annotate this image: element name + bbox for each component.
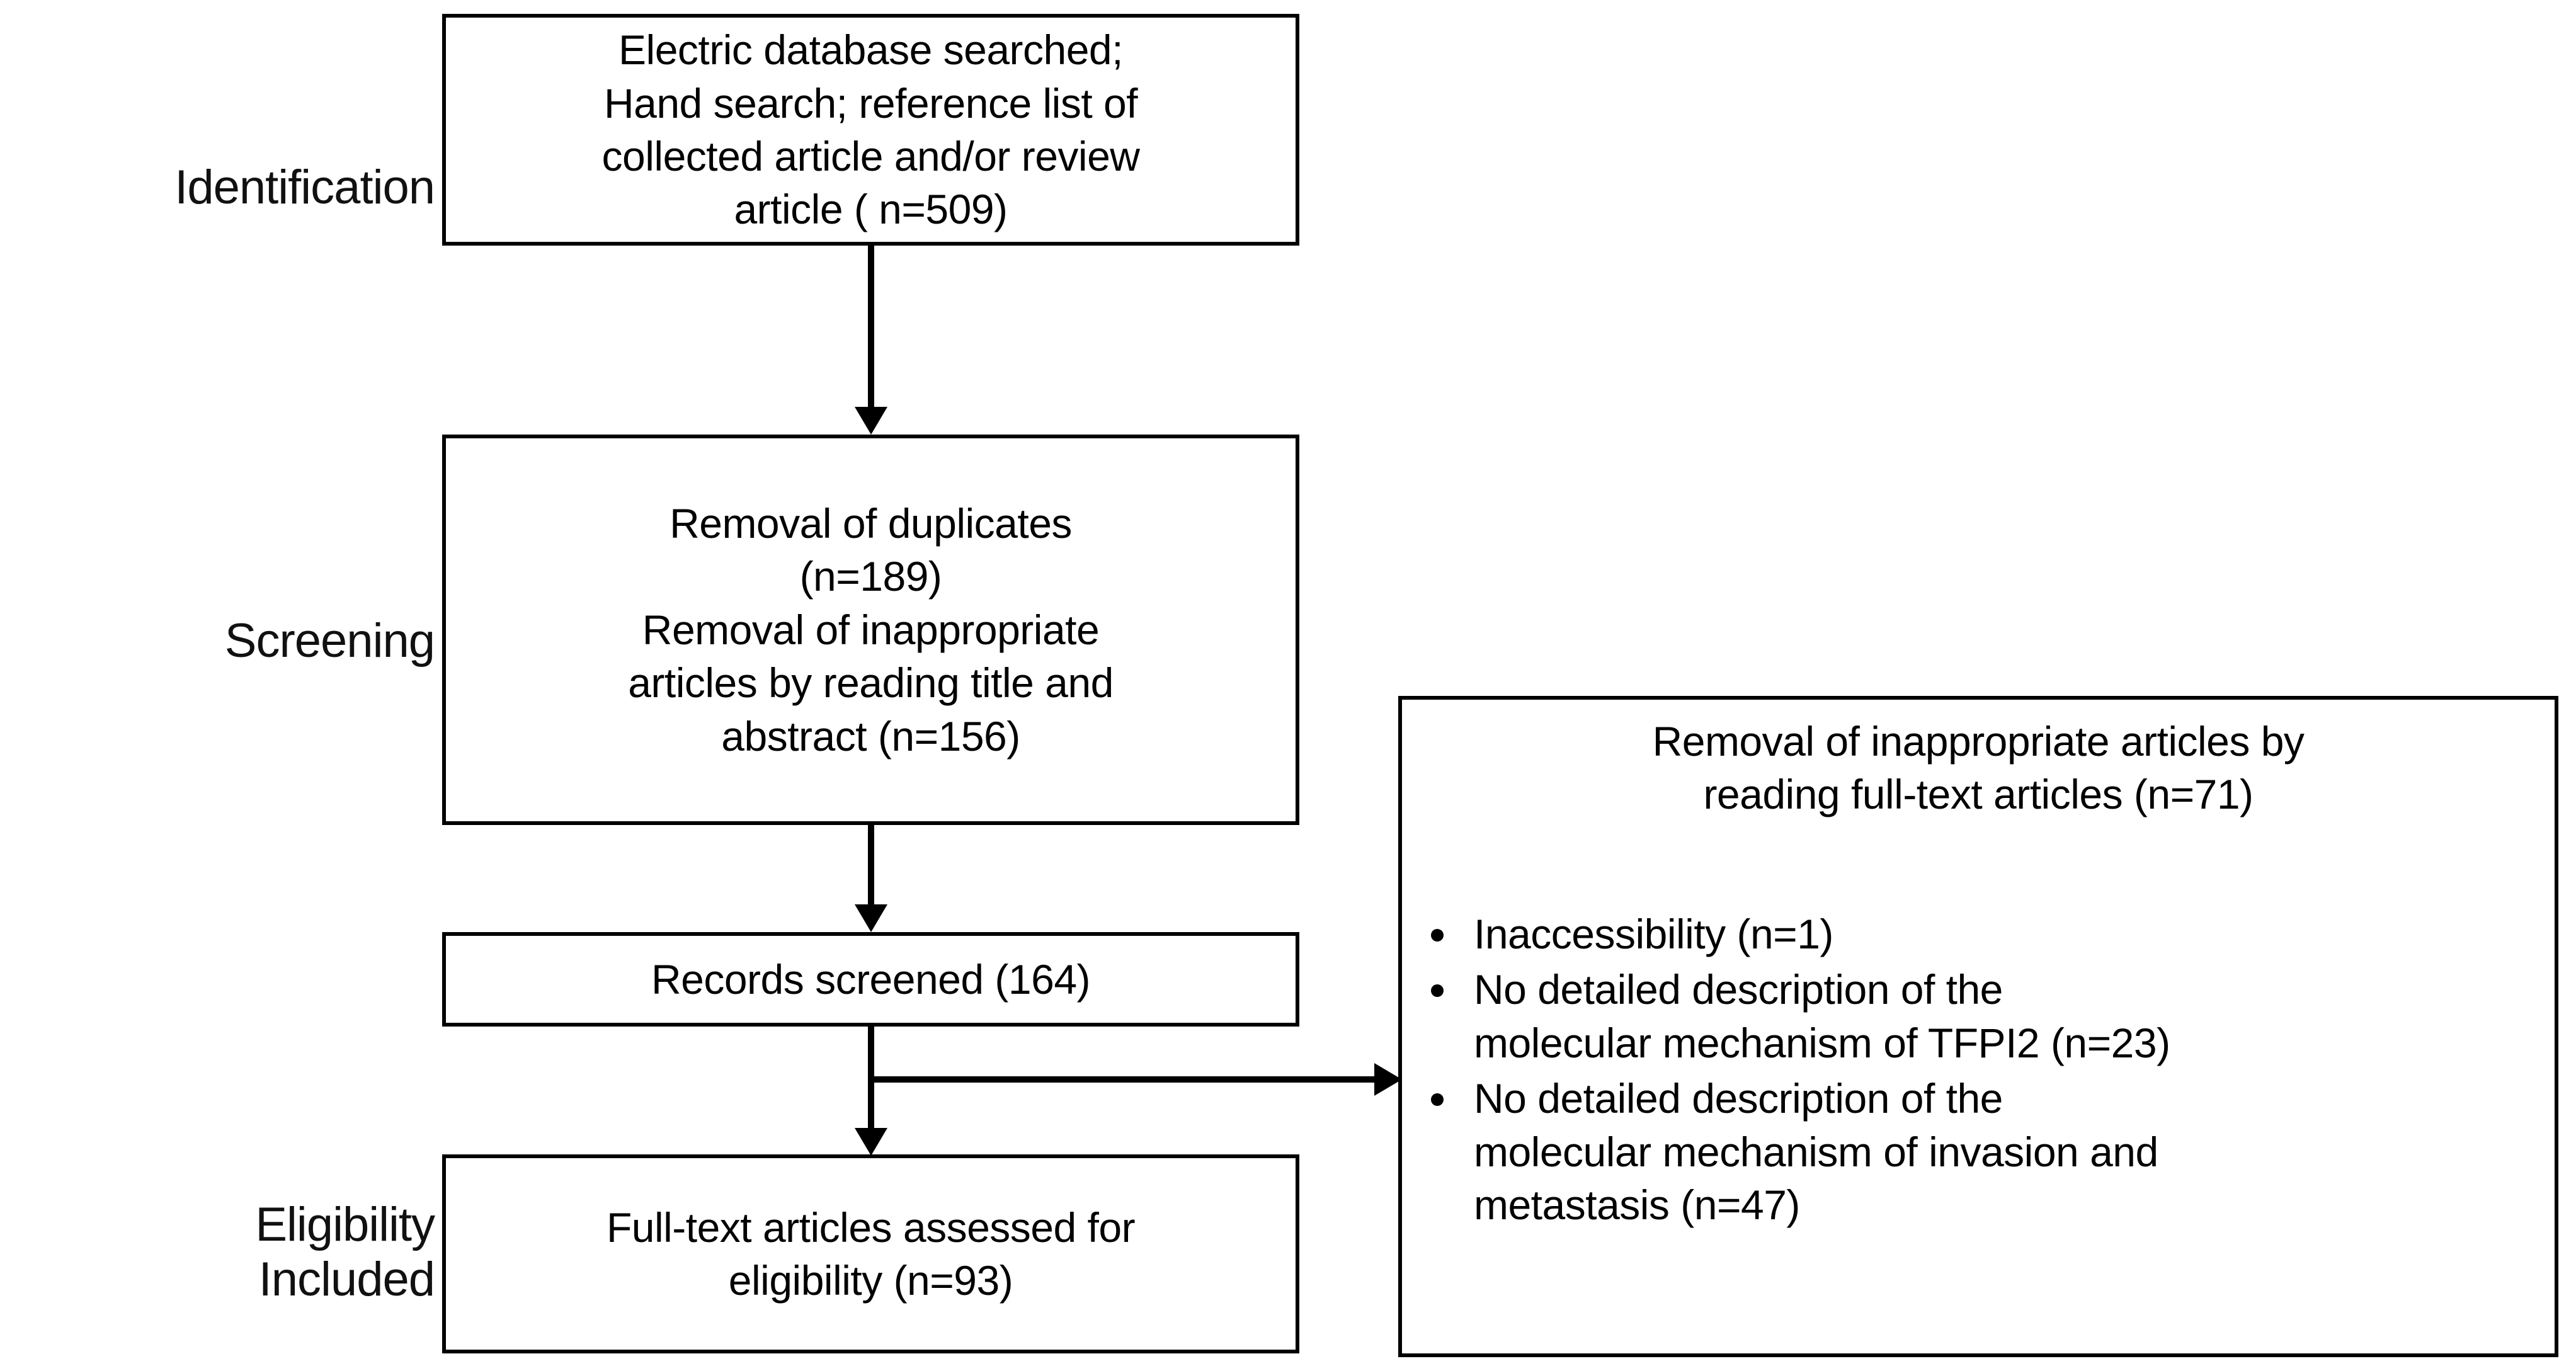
list-item: Inaccessibility (n=1) [1423, 908, 2542, 960]
full-text-assessed-line-1: Full-text articles assessed for [606, 1204, 1136, 1251]
stage-label-identification: Identification [174, 161, 435, 214]
arrowhead-records-to-eligibility [855, 1128, 887, 1156]
excluded-reason-2-line-1: No detailed description of the [1474, 966, 2003, 1013]
stage-label-screening: Screening [224, 614, 435, 668]
arrowhead-records-to-excluded [1374, 1063, 1402, 1096]
excluded-reason-2-line-2: molecular mechanism of TFPI2 (n=23) [1474, 1019, 2170, 1066]
connector-records-to-excluded [868, 1076, 1378, 1083]
bullet-dot-icon [1431, 929, 1444, 942]
full-text-assessed-line-2: eligibility (n=93) [728, 1257, 1013, 1304]
identification-line-2: Hand search; reference list of [603, 79, 1138, 127]
records-screened-line-1: Records screened (164) [651, 955, 1091, 1003]
connector-screening-to-records [868, 825, 874, 907]
excluded-reason-3-line-2: molecular mechanism of invasion and [1474, 1128, 2158, 1175]
box-screening-removals: Removal of duplicates (n=189) Removal of… [442, 435, 1299, 825]
arrowhead-screening-to-records [855, 904, 887, 932]
excluded-reason-list: Inaccessibility (n=1) No detailed descri… [1402, 908, 2555, 1234]
arrowhead-identification-to-screening [855, 407, 887, 435]
excluded-header-line-2: reading full-text articles (n=71) [1703, 771, 2254, 818]
identification-line-1: Electric database searched; [618, 26, 1123, 74]
list-item: No detailed description of the molecular… [1423, 963, 2542, 1069]
bullet-dot-icon [1431, 984, 1444, 998]
excluded-reason-2: No detailed description of the molecular… [1474, 963, 2542, 1069]
screening-line-2: (n=189) [799, 553, 942, 600]
box-full-text-assessed: Full-text articles assessed for eligibil… [442, 1154, 1299, 1353]
box-excluded-full-text: Removal of inappropriate articles by rea… [1398, 696, 2558, 1357]
screening-line-1: Removal of duplicates [670, 499, 1072, 547]
excluded-reason-1-line-1: Inaccessibility (n=1) [1474, 911, 1833, 957]
screening-line-4: articles by reading title and [628, 659, 1114, 707]
screening-line-3: Removal of inappropriate [642, 606, 1100, 653]
excluded-reason-3-line-3: metastasis (n=47) [1474, 1181, 1800, 1229]
bullet-dot-icon [1431, 1093, 1444, 1107]
identification-line-4: article ( n=509) [734, 186, 1008, 233]
identification-line-3: collected article and/or review [601, 133, 1140, 179]
excluded-reason-1: Inaccessibility (n=1) [1474, 908, 2542, 960]
list-item: No detailed description of the molecular… [1423, 1072, 2542, 1231]
excluded-reason-3: No detailed description of the molecular… [1474, 1072, 2542, 1231]
connector-identification-to-screening [868, 246, 874, 409]
stage-label-eligibility-included: Eligibility Included [255, 1198, 435, 1306]
box-records-screened: Records screened (164) [442, 932, 1299, 1027]
excluded-reason-3-line-1: No detailed description of the [1474, 1075, 2003, 1122]
excluded-header-line-1: Removal of inappropriate articles by [1652, 718, 2305, 765]
box-identification-sources: Electric database searched; Hand search;… [442, 14, 1299, 246]
excluded-header: Removal of inappropriate articles by rea… [1402, 700, 2555, 821]
screening-line-5: abstract (n=156) [721, 712, 1020, 760]
